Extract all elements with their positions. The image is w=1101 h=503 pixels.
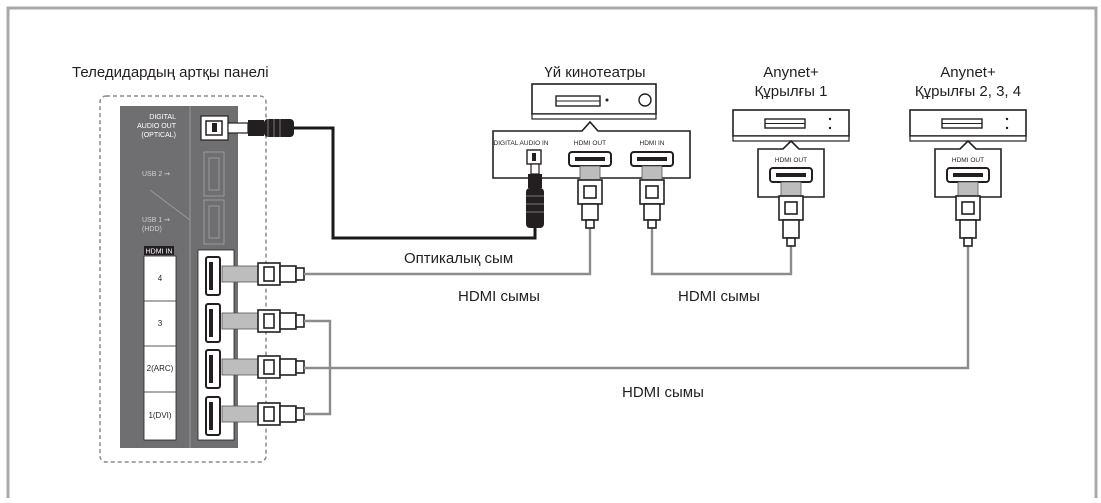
- hdmi-socket-3: [205, 303, 221, 343]
- optical-port-pin: [212, 123, 217, 132]
- hdmi-in-header: HDMI IN: [146, 249, 173, 256]
- hdmi-port-num-3: 3: [158, 319, 163, 328]
- ht-hdmi-out-socket: [568, 151, 612, 167]
- outer-frame: [6, 6, 1098, 498]
- hdmi-in-table: [143, 255, 177, 441]
- hdmi-plug-tv-3: [221, 309, 305, 333]
- digital-audio-out-label-1: DIGITAL: [149, 114, 176, 121]
- usb2-port: [203, 151, 225, 197]
- usb1-label-2: (HDD): [142, 226, 162, 233]
- hdmi-plug-device1: [778, 181, 804, 247]
- optical-plug-tv: [227, 119, 294, 137]
- hdmi-cable-loop: [304, 319, 332, 416]
- hdmi-port-num-1: 1(DVI): [148, 411, 171, 420]
- device2-title-1: Anynet+: [940, 64, 996, 81]
- home-theater-title: Үй кинотеатры: [544, 64, 645, 81]
- device2-title-2: Құрылғы 2, 3, 4: [915, 83, 1021, 100]
- hdmi-port-num-4: 4: [158, 274, 163, 283]
- hdmi-in-header-bg: [144, 246, 174, 255]
- usb2-socket: [208, 157, 220, 191]
- optical-cable-label: Оптикалық сым: [404, 250, 513, 267]
- optical-plug-ht: [526, 163, 544, 228]
- digital-audio-out-label-2: AUDIO OUT: [137, 123, 177, 130]
- device2-port-label: HDMI OUT: [952, 157, 984, 164]
- hdmi-socket-4: [205, 256, 221, 296]
- digital-audio-out-label-3: (OPTICAL): [141, 132, 176, 139]
- hdmi-cable-label-3: HDMI сымы: [622, 384, 704, 401]
- hdmi-cable-label-2: HDMI сымы: [678, 288, 760, 305]
- device1-port-label: HDMI OUT: [775, 157, 807, 164]
- ht-hdmi-in-socket: [630, 151, 674, 167]
- tv-panel-title: Теледидардың артқы панелі: [72, 64, 269, 81]
- ht-port-hdmi-in-label: HDMI IN: [640, 140, 665, 147]
- hdmi-plug-tv-1: [221, 402, 305, 426]
- optical-cable: [294, 126, 537, 240]
- usb1-socket: [208, 205, 220, 239]
- hdmi-port-num-2: 2(ARC): [147, 364, 174, 373]
- hdmi-plug-ht-out: [577, 165, 603, 229]
- hdmi-plug-device2: [955, 181, 981, 247]
- usb2-label: USB 2 ⇝: [142, 171, 170, 178]
- device2-unit: [909, 109, 1027, 142]
- ht-port-hdmi-out-label: HDMI OUT: [574, 140, 606, 147]
- device1-title-2: Құрылғы 1: [755, 83, 828, 100]
- hdmi-socket-1: [205, 396, 221, 436]
- device1-hdmi-socket: [769, 167, 813, 183]
- hdmi-cable-ht-out: [304, 228, 592, 276]
- hdmi-cable-device1: [650, 228, 793, 276]
- device1-title-1: Anynet+: [763, 64, 819, 81]
- ht-port-digital-audio-in: DIGITAL AUDIO IN: [494, 140, 549, 147]
- tv-panel-divider-diag: [149, 189, 191, 221]
- tv-panel-dashed-outline: [99, 95, 267, 463]
- optical-port-socket: [205, 120, 223, 136]
- usb1-label-1: USB 1 ⇝: [142, 217, 170, 224]
- hdmi-plug-ht-in: [639, 165, 665, 229]
- usb1-port: [203, 199, 225, 245]
- ht-optical-socket: [526, 149, 542, 165]
- hdmi-cable-device2: [304, 246, 970, 370]
- hdmi-plug-tv-2: [221, 355, 305, 379]
- device2-hdmi-socket: [946, 167, 990, 183]
- device1-unit: [732, 109, 850, 142]
- hdmi-socket-2: [205, 349, 221, 389]
- hdmi-cable-label-1: HDMI сымы: [458, 288, 540, 305]
- hdmi-plug-tv-4: [221, 262, 305, 286]
- home-theater-unit: [531, 83, 657, 120]
